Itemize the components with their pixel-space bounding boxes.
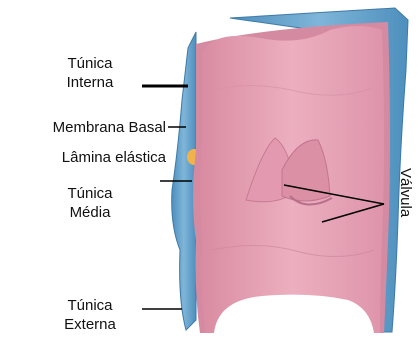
- label-lamina-elastica: Lâmina elástica: [0, 148, 166, 167]
- label-tunica-externa: Túnica Externa: [40, 296, 140, 334]
- label-tunica-interna: Túnica Interna: [40, 54, 140, 92]
- label-tunica-media: Túnica Média: [40, 184, 140, 222]
- label-tunica-externa-line2: Externa: [40, 315, 140, 334]
- label-tunica-externa-line1: Túnica: [40, 296, 140, 315]
- label-tunica-interna-line2: Interna: [40, 73, 140, 92]
- label-tunica-media-line1: Túnica: [40, 184, 140, 203]
- label-tunica-interna-line1: Túnica: [40, 54, 140, 73]
- label-tunica-media-line2: Média: [40, 203, 140, 222]
- label-membrana-basal: Membrana Basal: [0, 118, 166, 137]
- label-valvula: Válvula: [397, 168, 414, 217]
